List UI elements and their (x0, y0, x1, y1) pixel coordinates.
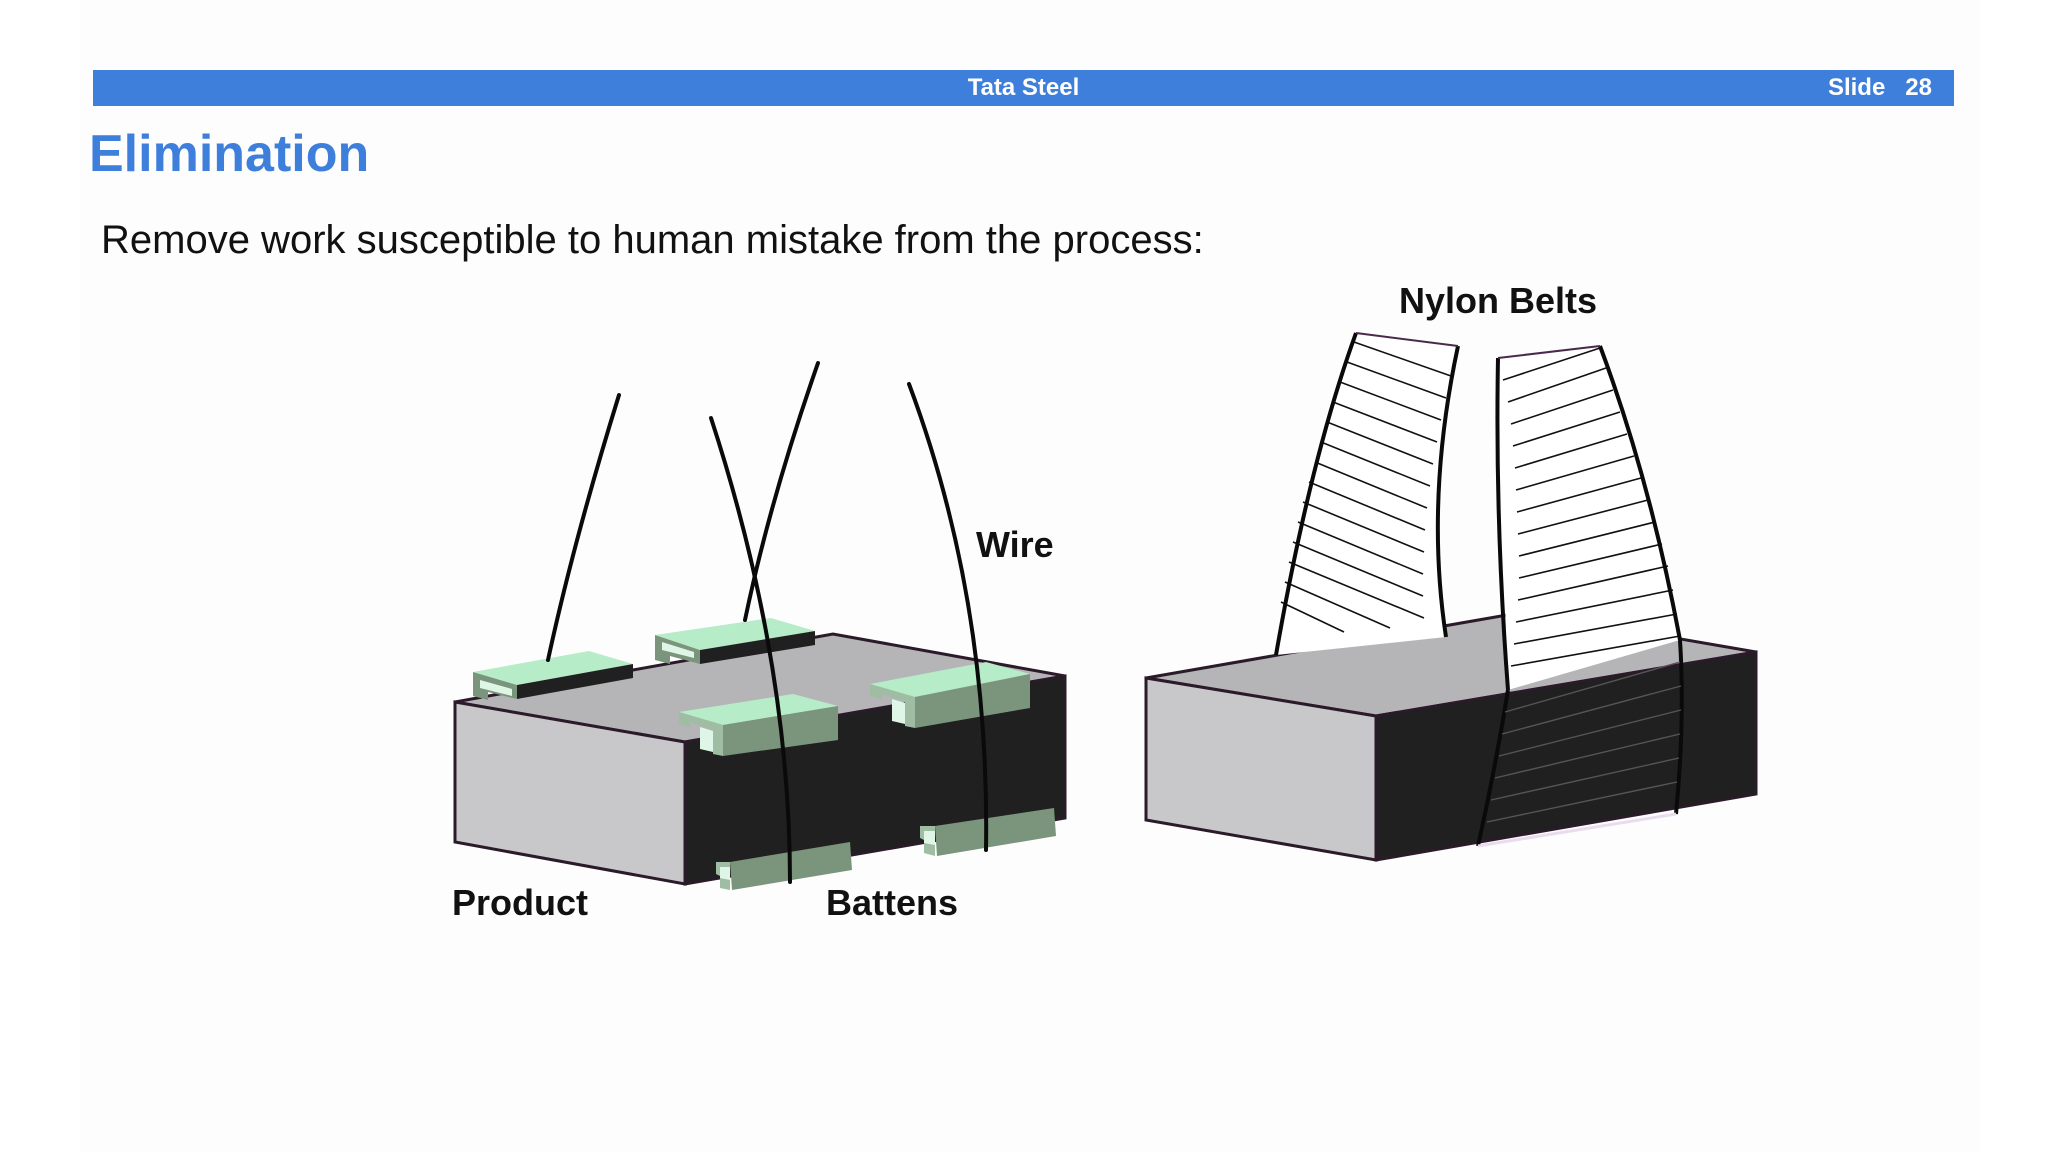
nylon-belt-left (1274, 332, 1460, 656)
slide-subtitle: Remove work susceptible to human mistake… (101, 218, 1204, 262)
battens-label: Battens (826, 882, 959, 923)
wire-label: Wire (976, 524, 1054, 565)
wire (546, 361, 989, 884)
belted-product-illustration (1144, 332, 1758, 862)
product-label: Product (452, 882, 589, 923)
belted-product-front (1144, 676, 1378, 862)
nylon-belts-label: Nylon Belts (1399, 280, 1598, 321)
nylon-belt-right (1495, 345, 1682, 691)
nylon-belt-under-wrap (1476, 639, 1684, 848)
wired-product-illustration (453, 361, 1067, 890)
header-company: Tata Steel (967, 74, 1080, 101)
product-front (453, 700, 687, 886)
slide-number: Slide 28 (1827, 74, 1932, 101)
header-bar: Tata Steel Slide 28 (93, 70, 1954, 106)
batten-bottom-right (920, 808, 1056, 856)
batten-top-middle (655, 618, 815, 664)
batten-front-right (870, 662, 1030, 728)
batten-top-left (473, 651, 633, 700)
slide-title: Elimination (89, 125, 370, 183)
